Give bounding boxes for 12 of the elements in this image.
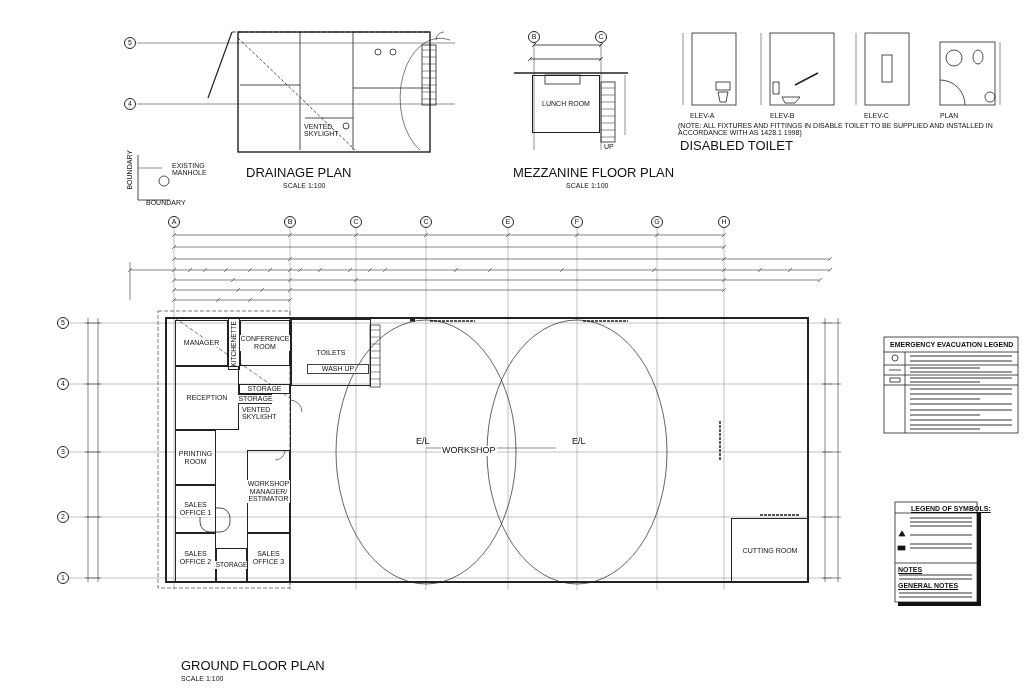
room-label: WORKSHOP xyxy=(441,446,497,456)
section-title: DISABLED TOILET xyxy=(680,139,793,153)
exit-light-label: E/L xyxy=(572,437,586,447)
plan-title: DRAINAGE PLAN xyxy=(246,166,352,180)
exit-light-label: E/L xyxy=(416,437,430,447)
cutting-room xyxy=(731,518,809,583)
toilets-room xyxy=(291,319,371,386)
workshop-area xyxy=(290,318,808,582)
lunch-room xyxy=(532,75,600,133)
plan-title: GROUND FLOOR PLAN xyxy=(181,659,325,673)
plan-title: MEZZANINE FLOOR PLAN xyxy=(513,166,675,180)
wash-up-bench xyxy=(307,364,369,374)
